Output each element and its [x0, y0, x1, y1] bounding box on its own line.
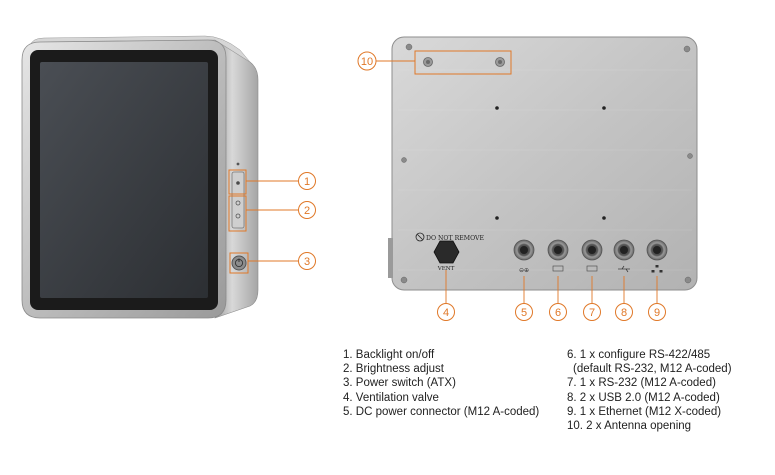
callout-6: 6 — [549, 303, 567, 321]
serial-icon — [552, 265, 564, 272]
do-not-remove-label: DO NOT REMOVE — [426, 235, 485, 242]
device-screen — [40, 62, 208, 298]
callout-box-1 — [228, 169, 247, 195]
panel-edge — [388, 238, 393, 278]
vent-valve — [433, 240, 460, 264]
legend-item: 6. 1 x configure RS-422/485 — [567, 349, 711, 361]
legend-item: 1. Backlight on/off — [343, 349, 435, 361]
svg-text:3: 3 — [304, 256, 310, 268]
legend-item: (default RS-232, M12 A-coded) — [573, 363, 732, 376]
sensor-dot — [236, 162, 240, 166]
usb-icon — [618, 265, 630, 273]
callout-7: 7 — [583, 303, 601, 321]
connector-rs422-485 — [547, 239, 569, 272]
front-device — [21, 35, 259, 319]
warning-icon — [415, 232, 425, 242]
connector-ethernet — [646, 239, 668, 273]
callout-3: 3 — [298, 252, 316, 270]
svg-text:9: 9 — [654, 307, 660, 319]
callout-2: 2 — [298, 201, 316, 219]
legend-right: 6. 1 x configure RS-422/485 (default RS-… — [567, 348, 732, 433]
connector-usb — [613, 239, 635, 273]
svg-text:5: 5 — [521, 307, 527, 319]
brightness-button-up — [235, 200, 241, 206]
callout-box-2 — [228, 195, 247, 232]
control-buttons — [231, 171, 245, 229]
legend-item: 9. 1 x Ethernet (M12 X-coded) — [567, 405, 722, 418]
vesa-holes — [495, 106, 606, 220]
legend-item: 2. Brightness adjust — [343, 363, 445, 376]
connector-rs232 — [581, 239, 603, 272]
legend-left: 1. Backlight on/off 2. Brightness adjust… — [343, 348, 539, 419]
svg-text:1: 1 — [304, 176, 310, 188]
svg-text:7: 7 — [589, 307, 595, 319]
backlight-button — [236, 181, 240, 185]
callout-box-10 — [414, 50, 512, 75]
power-button — [231, 255, 247, 271]
callout-4: 4 — [437, 303, 455, 321]
callout-1: 1 — [298, 172, 316, 190]
legend-item: 4. Ventilation valve — [343, 391, 439, 404]
callout-5: 5 — [515, 303, 533, 321]
legend-item: 8. 2 x USB 2.0 (M12 A-coded) — [567, 391, 720, 404]
legend-item: 10. 2 x Antenna opening — [567, 420, 692, 433]
ethernet-icon — [651, 265, 663, 273]
svg-text:2: 2 — [304, 205, 310, 217]
legend-item: 5. DC power connector (M12 A-coded) — [343, 405, 540, 418]
serial-icon — [586, 265, 598, 272]
back-panel — [391, 36, 698, 291]
svg-text:8: 8 — [621, 307, 627, 319]
svg-text:10: 10 — [361, 56, 373, 68]
dc-symbol-icon: ⊖⊕ — [519, 267, 529, 274]
svg-text:6: 6 — [555, 307, 561, 319]
connector-dc-power: ⊖⊕ — [513, 239, 535, 274]
legend-item: 7. 1 x RS-232 (M12 A-coded) — [567, 377, 716, 390]
legend-item: 3. Power switch (ATX) — [343, 377, 456, 390]
callout-box-3 — [229, 252, 249, 274]
back-device: DO NOT REMOVE VENT ⊖⊕ — [388, 36, 698, 291]
callout-8: 8 — [615, 303, 633, 321]
callout-10: 10 — [357, 51, 377, 71]
vent-label: VENT — [437, 266, 455, 272]
brightness-button-down — [235, 213, 241, 219]
callout-9: 9 — [648, 303, 666, 321]
bottom-leaders — [445, 270, 658, 303]
svg-text:4: 4 — [443, 307, 449, 319]
panel-screws — [400, 43, 693, 284]
